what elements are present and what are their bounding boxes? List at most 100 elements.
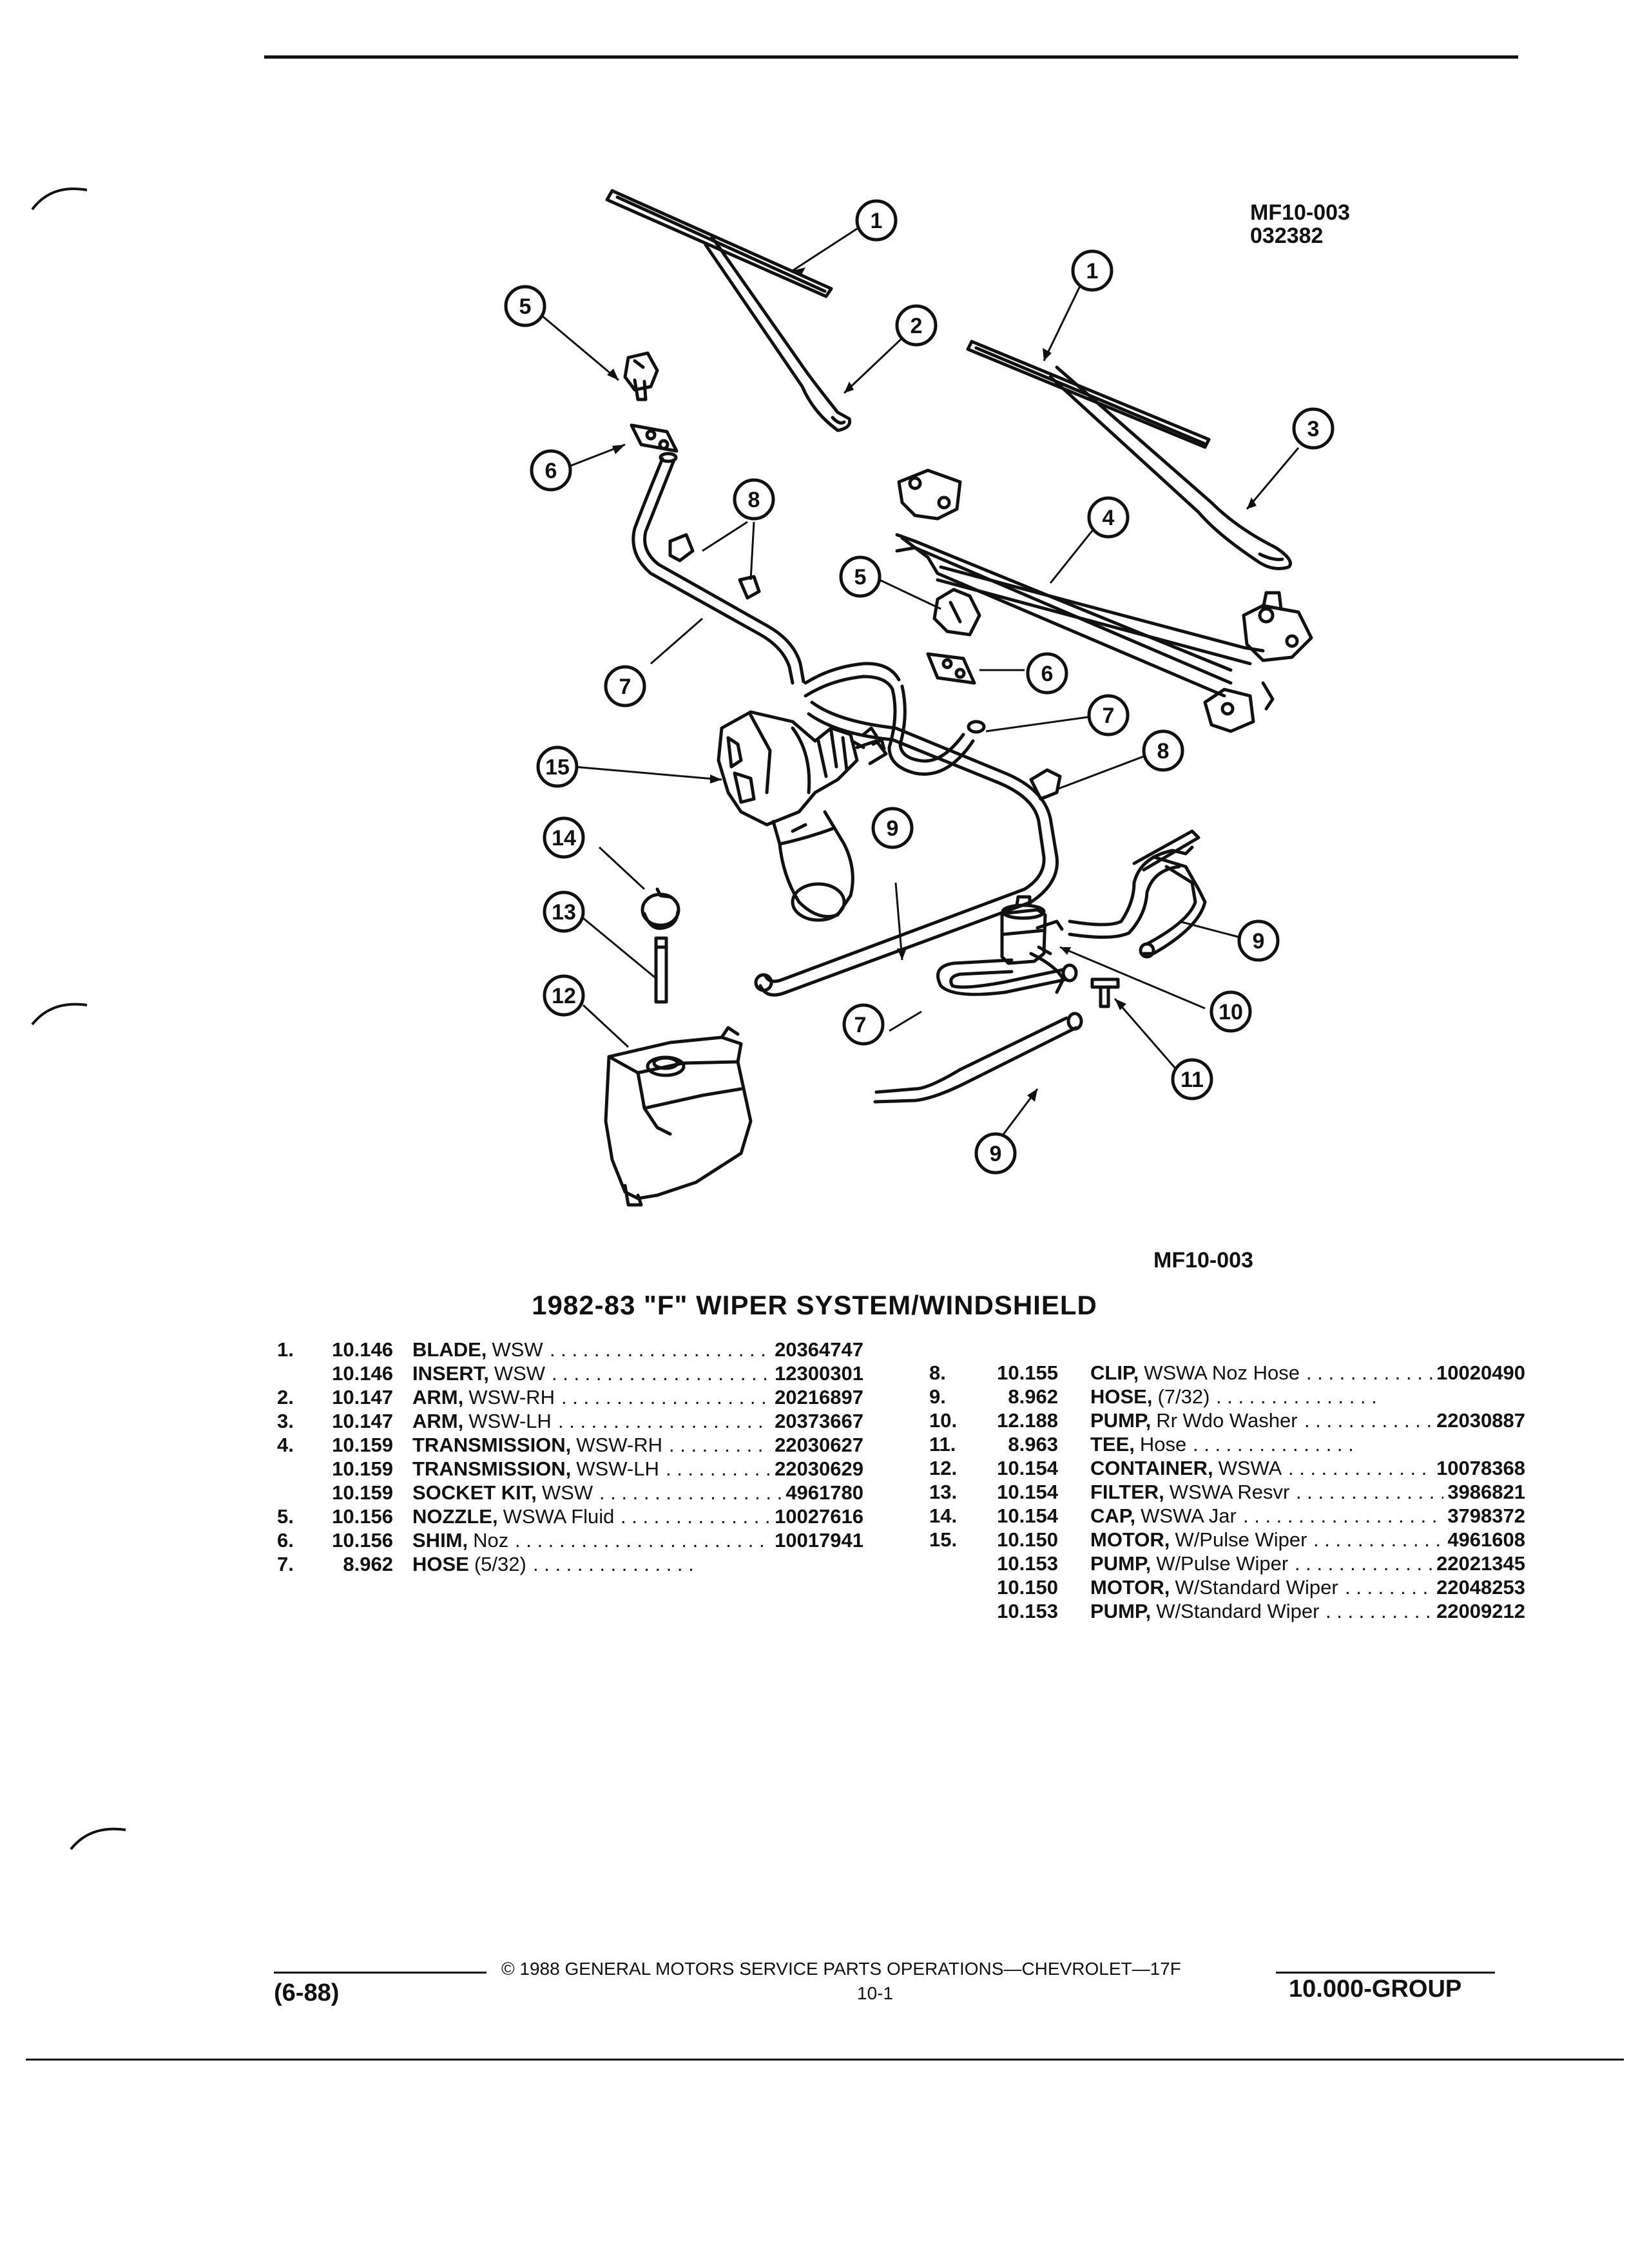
- group-code: 8.962: [1008, 1385, 1058, 1408]
- part-spec: W/Pulse Wiper: [1175, 1528, 1307, 1551]
- dot-leader: . . . . . . . . . . . . . . . . . . . . …: [558, 1410, 771, 1432]
- part-spec: (5/32): [474, 1553, 526, 1575]
- callout-label: 1: [1086, 259, 1099, 284]
- callout-label: 7: [1103, 704, 1115, 728]
- dot-leader: . . . . . . . . . . . . . .: [669, 1434, 771, 1456]
- figure-code: MF10-003 032382: [1250, 201, 1350, 247]
- part-spec: W/Standard Wiper: [1175, 1576, 1338, 1599]
- part-name: ARM,: [412, 1386, 464, 1408]
- ref-number: 12.: [929, 1457, 958, 1479]
- group-code: 10.159: [332, 1434, 393, 1456]
- part-spec: Rr Wdo Washer: [1156, 1409, 1298, 1432]
- wiper-arm-right: [1048, 365, 1292, 570]
- group-code: 10.154: [997, 1504, 1058, 1527]
- part-number: 4961780: [786, 1481, 863, 1504]
- dot-leader: . . . . . . . . . . . . . . . . . . . . …: [1193, 1433, 1360, 1456]
- dot-leader: . . . . . . . . . . . . . .: [666, 1457, 771, 1480]
- dot-leader: . . . . . . . . . . . . . . . .: [1306, 1361, 1432, 1384]
- wiper-motor: [717, 710, 888, 922]
- dot-leader: . . . . . . . . . . . . . . . . . . . . …: [533, 1553, 700, 1575]
- figure-code-number: MF10-003: [1250, 200, 1350, 225]
- part-name: CONTAINER,: [1090, 1457, 1213, 1479]
- part-name: PUMP,: [1090, 1552, 1152, 1575]
- callout-label: 8: [748, 488, 760, 512]
- part-name: BLADE,: [412, 1338, 487, 1361]
- part-name: TRANSMISSION,: [412, 1434, 572, 1456]
- ref-number: 11.: [929, 1433, 956, 1456]
- footer-rule-right: [1276, 1972, 1495, 1974]
- wiper-blade-left: [605, 189, 833, 298]
- nozzle-shim-left: [630, 423, 679, 453]
- callout-label: 7: [619, 675, 631, 699]
- figure-code-bottom: MF10-003: [1153, 1248, 1253, 1273]
- part-spec: WSW: [541, 1481, 593, 1504]
- washer-hose-crossover: [754, 662, 1059, 997]
- group-number: 10.000-GROUP: [1289, 1975, 1462, 2003]
- wiper-arm-left: [704, 235, 852, 432]
- part-spec: WSW: [492, 1338, 543, 1361]
- group-code: 10.155: [997, 1361, 1058, 1384]
- part-number: 22030887: [1436, 1409, 1525, 1432]
- part-number: 22048253: [1436, 1576, 1525, 1599]
- dot-leader: . . . . . . . . . . . . . . . . . . . . …: [550, 1338, 771, 1361]
- part-spec: WSWA Jar: [1141, 1504, 1237, 1527]
- part-name: FILTER,: [1090, 1481, 1164, 1503]
- part-number: 4961608: [1447, 1528, 1525, 1551]
- ref-number: 13.: [929, 1481, 958, 1503]
- ref-number: 9.: [929, 1385, 946, 1408]
- ref-number: 7.: [277, 1553, 294, 1575]
- part-spec: W/Pulse Wiper: [1156, 1552, 1289, 1575]
- washer-hose-bottom: [873, 1012, 1083, 1104]
- page-number: 10-1: [857, 1983, 894, 2003]
- dot-leader: . . . . . . . . . . . . . .: [1325, 1600, 1432, 1622]
- callout-label: 15: [545, 755, 570, 780]
- part-name: CLIP,: [1090, 1361, 1139, 1384]
- punch-mark: [70, 1827, 126, 1850]
- part-name: SOCKET KIT,: [412, 1481, 537, 1504]
- group-code: 10.154: [997, 1457, 1058, 1479]
- part-number: 22009212: [1436, 1600, 1525, 1622]
- group-code: 10.150: [997, 1576, 1058, 1599]
- washer-hose-right: [1029, 829, 1207, 994]
- part-number: 22021345: [1436, 1552, 1525, 1575]
- part-number: 20373667: [775, 1410, 863, 1432]
- punch-mark: [31, 1003, 88, 1026]
- dot-leader: . . . . . . . . . . . . . . . . . . . . …: [552, 1362, 771, 1385]
- dot-leader: . . . . . . . . . . . . . . . . . .: [1295, 1552, 1432, 1575]
- callout-label: 5: [519, 294, 532, 319]
- part-spec: WSW-RH: [576, 1434, 663, 1456]
- part-name: TEE,: [1090, 1433, 1135, 1456]
- part-name: MOTOR,: [1090, 1576, 1170, 1599]
- part-number: 12300301: [775, 1362, 863, 1385]
- part-number: 10078368: [1436, 1457, 1525, 1479]
- callout-label: 8: [1157, 739, 1170, 764]
- dot-leader: . . . . . . . . . . . . . . . . .: [1304, 1409, 1432, 1432]
- part-spec: WSW-RH: [468, 1386, 555, 1408]
- part-number: 3986821: [1447, 1481, 1525, 1503]
- washer-nozzle-right: [932, 588, 981, 637]
- ref-number: 14.: [929, 1504, 958, 1527]
- part-name: NOZZLE,: [412, 1505, 498, 1528]
- group-code: 10.147: [332, 1386, 393, 1408]
- group-code: 10.146: [332, 1338, 393, 1361]
- group-code: 10.147: [332, 1410, 393, 1432]
- part-name: HOSE: [412, 1553, 469, 1575]
- group-code: 10.150: [997, 1528, 1058, 1551]
- part-number: 22030627: [775, 1434, 863, 1456]
- washer-hose-upper: [631, 452, 805, 685]
- ref-number: 8.: [929, 1361, 946, 1384]
- part-name: SHIM,: [412, 1529, 468, 1552]
- ref-number: 5.: [277, 1505, 294, 1528]
- dot-leader: . . . . . . . . . . . . . . . . . .: [1288, 1457, 1432, 1479]
- hose-tee: [1090, 977, 1120, 1008]
- washer-hose-lower: [936, 958, 1078, 996]
- part-spec: WSWA Noz Hose: [1144, 1361, 1300, 1384]
- group-code: 10.153: [997, 1600, 1058, 1622]
- part-spec: Hose: [1139, 1433, 1187, 1456]
